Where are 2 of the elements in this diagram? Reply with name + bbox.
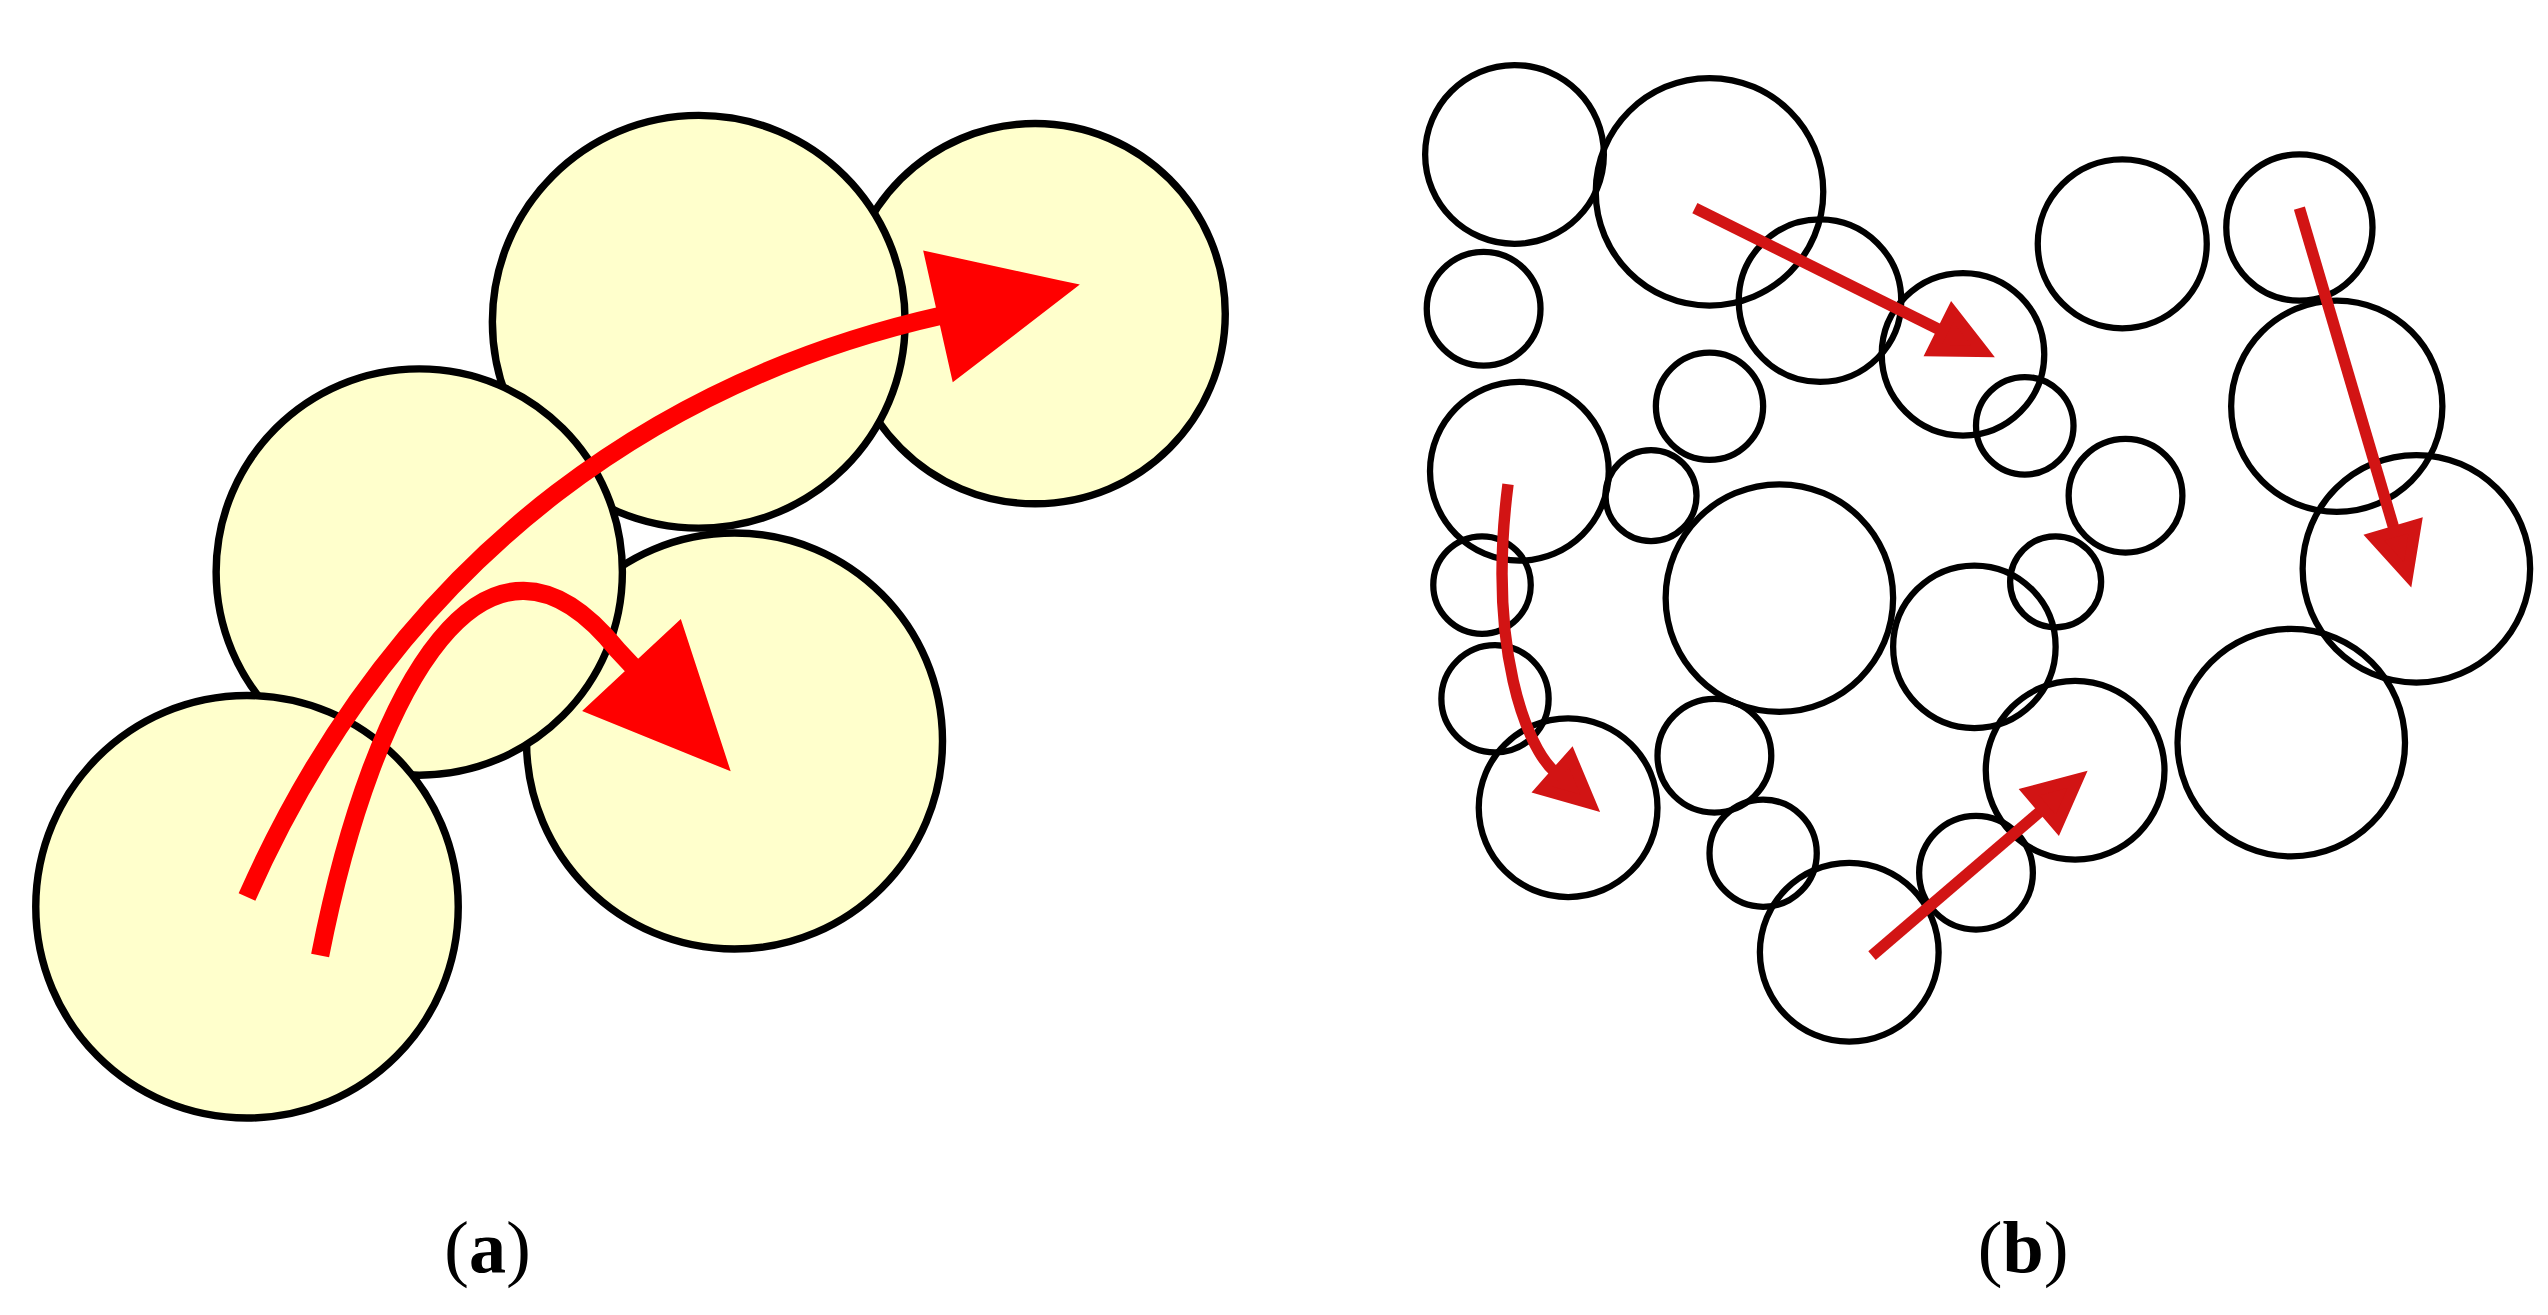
panel-label: (b) bbox=[1981, 1221, 2066, 1289]
panel-label: (a) bbox=[447, 1221, 528, 1289]
